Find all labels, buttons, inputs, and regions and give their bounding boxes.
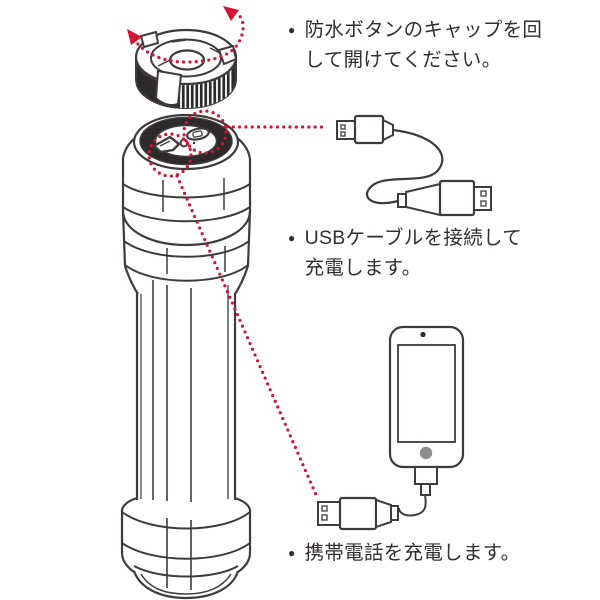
usb-a-pin-1 [480,190,487,197]
dome-seam [133,565,239,578]
instruction-step-usb-charge: ● USBケーブルを接続して 充電します。 [288,223,522,283]
instruction-line: USBケーブルを接続して [304,227,523,249]
bullet-icon: ● [288,546,296,560]
top-dot-2 [192,141,196,145]
instruction-text: USBケーブルを接続して 充電します。 [305,223,522,283]
instruction-line: 充電します。 [304,257,422,279]
base-seam-2 [121,542,251,560]
base-right-flare [234,496,252,573]
instruction-line: して開けてください。 [304,49,502,71]
phone-usb-a-pin-1 [321,505,328,512]
usb-a-pin-2 [480,200,487,207]
base-left-flare [120,496,138,573]
phone-usb-a-taper [375,498,392,529]
phone-usb-a-collar [390,505,399,521]
micro-usb-plug [336,120,356,140]
phone-cable [398,494,427,517]
phone-illustration [317,325,465,531]
flashlight-illustration [120,113,252,600]
micro-usb-taper [382,118,394,142]
usb-a-collar [397,193,407,208]
usb-a-body [438,179,476,217]
rotation-arrowhead-left [127,29,142,45]
cap-texture-lines [157,39,221,67]
phone-usb-a-pin-2 [321,514,328,521]
dome-inner [140,573,232,595]
dome-outer [132,570,240,600]
port-inner-line [159,140,171,147]
cap-left-tab [139,30,160,49]
band-seam-2 [124,264,249,282]
annotation-circle-usb-out [182,109,228,155]
instruction-step-phone-charge: ● 携帯電話を充電します。 [288,538,520,568]
bullet-icon: ● [288,23,296,37]
instruction-line: 携帯電話を充電します。 [304,542,521,564]
instruction-text: 携帯電話を充電します。 [305,538,521,568]
phone-usb-a-plug [317,501,341,526]
usb-cable-illustration [336,114,492,217]
body-left-shoulder [123,265,139,295]
band-right-edge [246,210,252,267]
micro-usb-pin-2 [340,131,346,137]
band-seam-1 [123,240,250,258]
annotation-circle-usb-in [147,132,193,178]
band-left-edge [121,210,127,267]
annotations [132,12,324,499]
instruction-line: 防水ボタンのキャップを回 [304,19,543,41]
base-seam-1 [121,511,251,530]
body-right-shoulder [234,265,250,295]
instruction-step-open-cap: ● 防水ボタンのキャップを回 して開けてください。 [288,15,542,75]
cap-front-lug [154,69,183,107]
rotation-arrowhead-right [223,6,239,21]
phone-screen [397,344,456,443]
usb-a-taper [405,182,441,217]
instruction-text: 防水ボタンのキャップを回 して開けてください。 [305,15,543,75]
micro-usb-pin-1 [340,124,346,130]
phone-camera-dot [420,331,426,338]
usb-a-port-slot [192,130,203,138]
leader-line-phone [175,174,319,499]
micro-usb-input-port [151,135,181,154]
micro-usb-body [353,114,385,145]
cap-illustration [134,28,238,110]
head-seam-1 [122,183,251,199]
bullet-icon: ● [288,231,296,245]
usb-a-output-port [186,127,210,141]
phone-connector [414,466,438,485]
cable-curve [366,128,444,205]
phone-home-button [419,446,433,460]
usb-a-plug [473,186,492,211]
cap-knurling [180,67,232,108]
head-seam-2 [122,206,251,223]
cap-center-hole [168,49,206,71]
rotation-arrow [132,12,245,64]
phone-connector-neck [420,483,431,496]
phone-usb-a-body [338,496,378,531]
